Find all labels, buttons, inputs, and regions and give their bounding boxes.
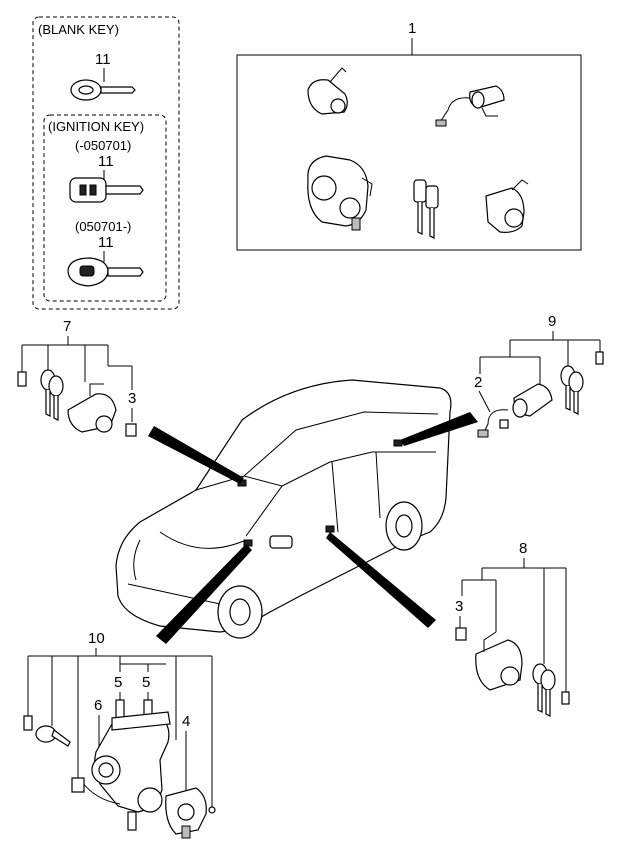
- callout-7: 7: [63, 318, 71, 335]
- clip-icon: [455, 627, 467, 641]
- callout-5-left: 5: [114, 674, 122, 691]
- lock-set-assembly-box: 1: [236, 20, 582, 251]
- date-before-label: (-050701): [75, 138, 131, 153]
- clip-icon: [125, 423, 137, 437]
- screw-icon: [208, 806, 216, 814]
- date-after-label: (050701-): [75, 219, 131, 234]
- callout-5-right: 5: [142, 674, 150, 691]
- callout-4: 4: [182, 713, 190, 730]
- blank-key-icon: [70, 79, 136, 101]
- callout-3-left: 3: [128, 390, 136, 407]
- ignition-switch-icon: [165, 787, 207, 839]
- key-panel: (BLANK KEY) 11 (IGNITION KEY) (-050701) …: [32, 16, 180, 310]
- front-door-cylinder-icon: [67, 383, 117, 433]
- pointer-tailgate: [400, 412, 478, 446]
- callout-11-blank: 11: [95, 51, 111, 68]
- door-keys-icon: [40, 369, 64, 421]
- glove-box-keys-icon: [532, 663, 556, 717]
- connector-icon: [71, 777, 85, 793]
- door-lock-cylinder-icon: [307, 67, 348, 115]
- callout-11-ignition-before: 11: [98, 153, 114, 170]
- blank-key-label: (BLANK KEY): [38, 22, 119, 37]
- glove-box-cylinder-icon: [475, 631, 523, 691]
- ignition-key-after-icon: [67, 257, 144, 287]
- ignition-lock-assembly-icon: [307, 155, 373, 231]
- retainer-icon: [17, 371, 27, 387]
- callout-3-right: 3: [455, 598, 463, 615]
- group-7-front-door-lock: 7 3: [17, 318, 137, 437]
- group-8-glove-box-lock: 8 3: [455, 540, 570, 717]
- callout-11-ignition-after: 11: [98, 234, 114, 251]
- tailgate-cylinder-icon: [477, 383, 553, 438]
- pointer-rear-door: [326, 532, 436, 628]
- retainer-icon: [595, 351, 604, 365]
- callout-1: 1: [408, 20, 416, 37]
- group-10-ignition-lock: 10 5 5 6 4: [23, 630, 216, 839]
- ignition-key-label: (IGNITION KEY): [48, 119, 144, 134]
- callout-6: 6: [94, 697, 102, 714]
- trunk-lock-cylinder-icon: [435, 85, 505, 127]
- vehicle-illustration: [115, 379, 452, 639]
- callout-8: 8: [519, 540, 527, 557]
- tailgate-keys-icon: [560, 365, 584, 415]
- callout-9: 9: [548, 313, 556, 330]
- group-9-tailgate-lock: 9 2: [474, 313, 604, 438]
- retainer-icon: [561, 691, 570, 705]
- wire-terminal-icon: [127, 811, 137, 831]
- key-pair-icon: [413, 179, 439, 239]
- callout-10: 10: [88, 630, 105, 647]
- glove-box-lock-icon: [485, 179, 529, 233]
- callout-2: 2: [474, 374, 482, 391]
- pointer-ignition: [156, 544, 252, 644]
- ignition-key-before-icon: [69, 177, 144, 203]
- ignition-key-icon: [35, 725, 71, 747]
- pointer-front-door: [148, 426, 244, 484]
- retainer-icon: [23, 715, 33, 731]
- steering-lock-body-icon: [91, 711, 171, 813]
